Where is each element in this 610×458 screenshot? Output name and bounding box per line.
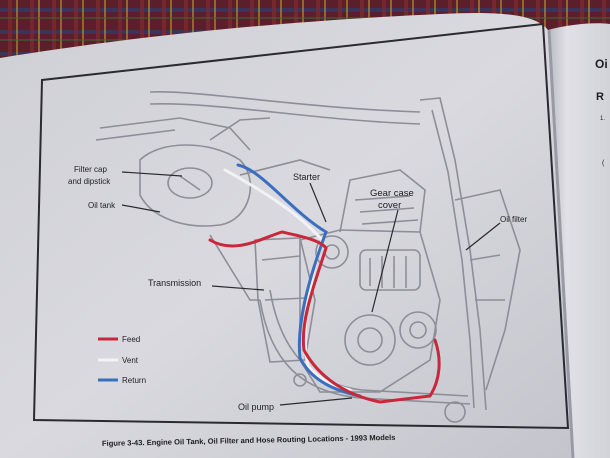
- leader-lines: [121, 171, 501, 406]
- book-gutter: [547, 29, 575, 458]
- figure-border: [32, 22, 570, 430]
- label-starter: Starter: [293, 172, 320, 182]
- facing-page-subheading: R: [596, 91, 604, 103]
- label-filter-cap-dipstick: and dipstick: [68, 177, 111, 186]
- return-hose: [236, 163, 362, 398]
- label-oil-tank: Oil tank: [88, 201, 116, 210]
- book-page-right: [548, 23, 610, 458]
- label-oil-filter: Oil filter: [500, 215, 527, 224]
- facing-page-paren: (: [602, 160, 605, 167]
- feed-hose: [208, 230, 441, 404]
- facing-page-step-number: 1.: [600, 116, 605, 122]
- label-gear-case-cover: cover: [378, 200, 401, 211]
- label-filter-cap: Filter cap: [74, 165, 107, 174]
- label-oil-pump: Oil pump: [238, 402, 274, 412]
- hose-legend: Feed Vent Return: [98, 335, 146, 385]
- legend-vent-label: Vent: [122, 356, 139, 365]
- engine-frame-drawing: [95, 91, 521, 423]
- facing-page-heading: Oi: [595, 57, 608, 71]
- vent-hose: [223, 168, 352, 392]
- hose-routing: [208, 163, 441, 404]
- label-gear-case: Gear case: [370, 188, 414, 199]
- label-transmission: Transmission: [148, 278, 201, 288]
- book-page-left: [0, 12, 572, 458]
- legend-return-label: Return: [122, 376, 146, 385]
- legend-feed-label: Feed: [122, 335, 140, 344]
